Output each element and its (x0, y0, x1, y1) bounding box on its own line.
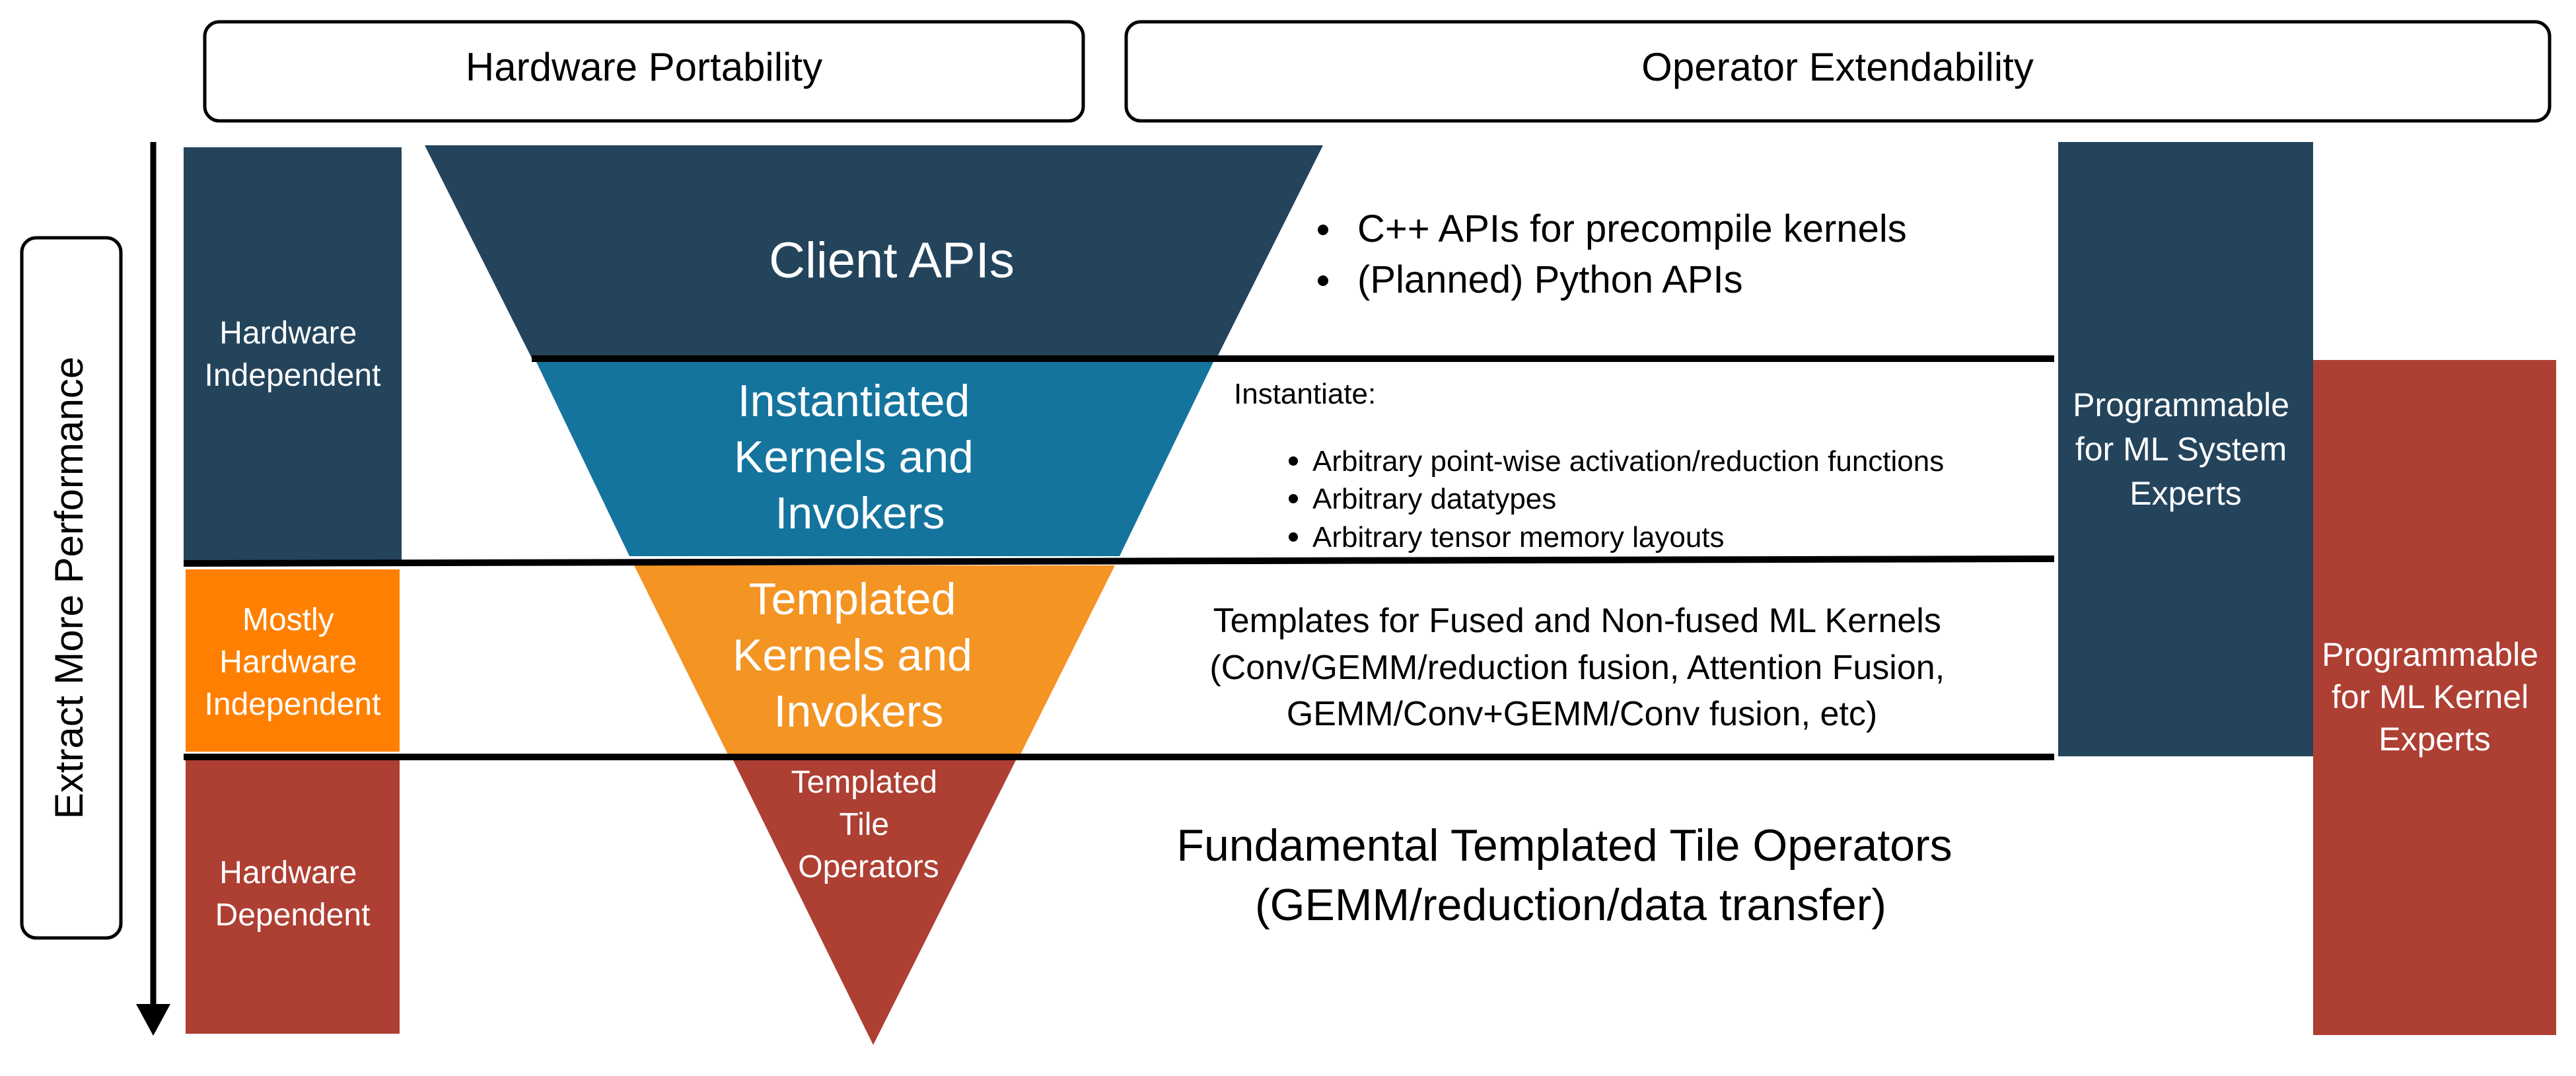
description-client-apis: C++ APIs for precompile kernels (Planned… (1318, 207, 1907, 301)
header-label: Hardware Portability (466, 45, 822, 89)
layer-label: Client APIs (769, 233, 1015, 289)
header-box (203, 20, 1085, 123)
hardware-levels: Hardware Independent Mostly Hardware Ind… (184, 147, 402, 1034)
axis-arrow-head (136, 1004, 170, 1036)
axis-label: Extract More Performance (47, 357, 91, 819)
bullet-dot (1289, 494, 1298, 503)
layer-client-apis (425, 145, 1323, 358)
description-bullet: Arbitrary datatypes (1312, 483, 1556, 515)
level-mostly-hardware-independent (186, 569, 400, 752)
audience-label: Programmable for ML System Experts (2073, 386, 2299, 512)
bullet-dot (1318, 275, 1328, 286)
layer-label: Templated Kernels and Invokers (733, 574, 985, 736)
description-templated: Templates for Fused and Non-fused ML Ker… (1209, 602, 1954, 733)
description-text: Templates for Fused and Non-fused ML Ker… (1209, 602, 1954, 733)
description-bullet: C++ APIs for precompile kernels (1357, 207, 1907, 250)
layer-label: Instantiated Kernels and Invokers (734, 376, 986, 538)
axis-label-box (20, 236, 123, 940)
level-hardware-dependent (186, 760, 400, 1034)
layer-templated-tile-operators (732, 758, 1017, 1045)
description-heading: Instantiate: (1234, 378, 1376, 410)
stack-pyramid: Client APIs Instantiated Kernels and Inv… (425, 145, 1323, 1045)
description-text: Fundamental Templated Tile Operators (GE… (1176, 820, 1964, 930)
header-label: Operator Extendability (1641, 45, 2034, 89)
description-instantiated: Instantiate: Arbitrary point-wise activa… (1234, 378, 1944, 554)
bullet-dot (1289, 532, 1298, 542)
bullet-dot (1318, 225, 1328, 235)
audience-ml-kernel-experts: Programmable for ML Kernel Experts (2313, 360, 2556, 1035)
bullet-dot (1289, 456, 1298, 466)
description-bullet: Arbitrary point-wise activation/reductio… (1312, 445, 1944, 478)
audience-ml-system-experts: Programmable for ML System Experts (2058, 142, 2313, 756)
performance-axis: Extract More Performance (20, 142, 170, 1036)
layer-instantiated-kernels (536, 362, 1213, 556)
description-bullet: Arbitrary tensor memory layouts (1312, 521, 1725, 554)
header-operator-extendability: Operator Extendability (1124, 20, 2552, 123)
audience-box (2058, 142, 2313, 756)
level-hardware-independent (184, 147, 402, 561)
header-hardware-portability: Hardware Portability (203, 20, 1085, 123)
layer-templated-kernels (634, 565, 1115, 754)
layer-dividers (183, 355, 2055, 760)
layer-label: Templated Tile Operators (791, 765, 947, 884)
header-box (1124, 20, 2552, 123)
level-label: Hardware Dependent (215, 855, 371, 933)
level-label: Mostly Hardware Independent (205, 602, 381, 722)
divider-line (183, 556, 2055, 567)
audience-box (2313, 360, 2556, 1035)
audience-label: Programmable for ML Kernel Experts (2322, 636, 2548, 758)
description-bullet: (Planned) Python APIs (1357, 258, 1743, 301)
level-label: Hardware Independent (205, 316, 381, 393)
description-tile-operators: Fundamental Templated Tile Operators (GE… (1176, 820, 1964, 930)
